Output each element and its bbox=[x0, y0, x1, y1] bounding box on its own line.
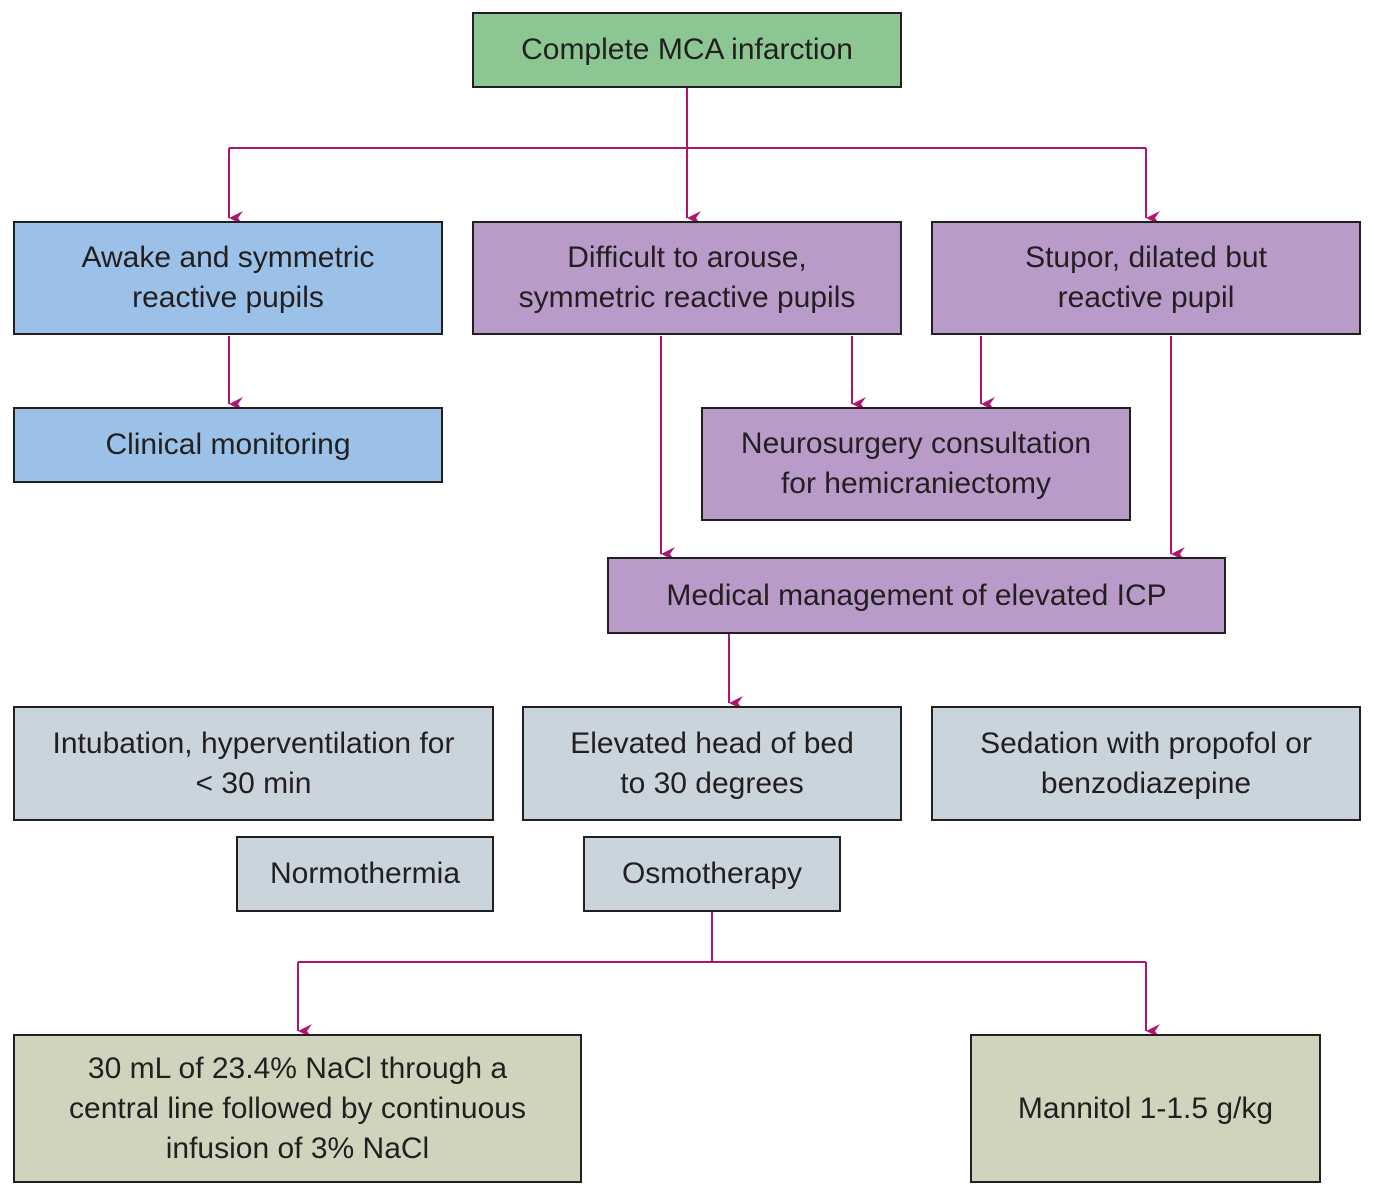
awake-node: Awake and symmetric reactive pupils bbox=[13, 221, 443, 335]
osmotherapy-node-label: Osmotherapy bbox=[621, 857, 803, 890]
sedation-node-label: Sedation with propofol or benzodiazepine bbox=[980, 726, 1312, 800]
medical-management-label: Medical management of elevated ICP bbox=[666, 578, 1167, 612]
stupor-node-label: Stupor, dilated but reactive pupil bbox=[1025, 241, 1267, 314]
intubation-node: Intubation, hyperventilation for < 30 mi… bbox=[13, 706, 494, 821]
elevated-head-node-label: Elevated head of bed to 30 degrees bbox=[570, 726, 854, 800]
difficult-node: Difficult to arouse, symmetric reactive … bbox=[472, 221, 902, 335]
nacl-node-label: 30 mL of 23.4% NaCl through a central li… bbox=[69, 1051, 526, 1165]
sedation-node: Sedation with propofol or benzodiazepine bbox=[931, 706, 1361, 821]
normothermia-node: Normothermia bbox=[236, 836, 494, 912]
difficult-node-label: Difficult to arouse, symmetric reactive … bbox=[518, 241, 856, 314]
root-node: Complete MCA infarction bbox=[472, 12, 902, 88]
mannitol-node: Mannitol 1-1.5 g/kg bbox=[970, 1034, 1321, 1183]
medical-management-node: Medical management of elevated ICP bbox=[607, 557, 1226, 634]
stupor-node: Stupor, dilated but reactive pupil bbox=[931, 221, 1361, 335]
nacl-node: 30 mL of 23.4% NaCl through a central li… bbox=[13, 1034, 582, 1183]
intubation-node-label: Intubation, hyperventilation for < 30 mi… bbox=[52, 726, 455, 800]
mannitol-node-label: Mannitol 1-1.5 g/kg bbox=[1017, 1091, 1274, 1125]
clinical-monitoring-label: Clinical monitoring bbox=[105, 428, 351, 461]
neurosurgery-node-label: Neurosurgery consultation for hemicranie… bbox=[740, 427, 1092, 500]
normothermia-node-label: Normothermia bbox=[269, 857, 461, 890]
awake-node-label: Awake and symmetric reactive pupils bbox=[81, 241, 375, 314]
clinical-monitoring-node: Clinical monitoring bbox=[13, 407, 443, 483]
neurosurgery-node: Neurosurgery consultation for hemicranie… bbox=[701, 407, 1131, 521]
elevated-head-node: Elevated head of bed to 30 degrees bbox=[522, 706, 902, 821]
root-node-label: Complete MCA infarction bbox=[521, 33, 853, 66]
osmotherapy-node: Osmotherapy bbox=[583, 836, 841, 912]
